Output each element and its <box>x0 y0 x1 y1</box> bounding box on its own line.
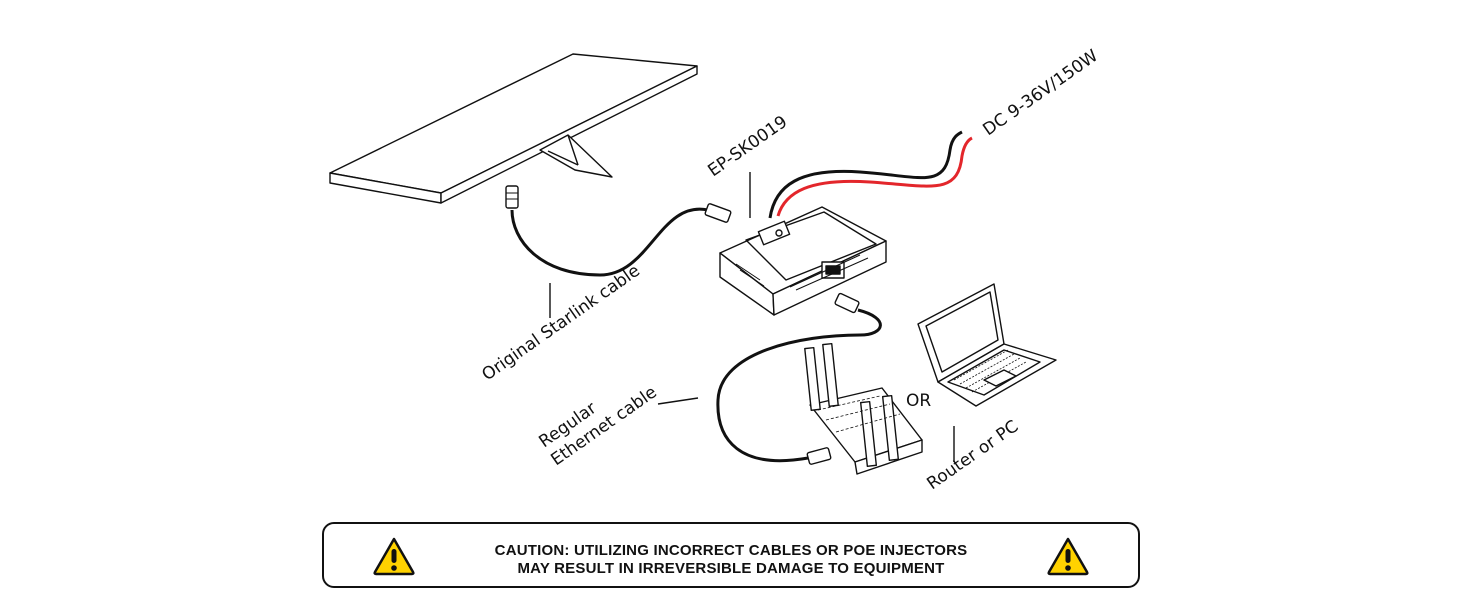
caution-line-1: CAUTION: UTILIZING INCORRECT CABLES OR P… <box>494 542 968 559</box>
caution-line-2: MAY RESULT IN IRREVERSIBLE DAMAGE TO EQU… <box>517 560 945 577</box>
router-pc-label: Router or PC <box>923 417 1022 495</box>
ep-sk0019-device-illustration <box>719 206 887 316</box>
router-illustration <box>804 342 923 475</box>
warning-triangle-icon <box>1047 537 1089 576</box>
starlink-cable-illustration <box>505 185 732 277</box>
starlink-dish-illustration <box>329 53 698 204</box>
starlink-cable-label: Original Starlink cable <box>478 261 643 385</box>
caution-message: CAUTION: UTILIZING INCORRECT CABLES OR P… <box>434 542 1028 578</box>
leader-lines <box>549 172 955 462</box>
power-input-label: DC 9-36V/150W <box>979 46 1102 140</box>
or-label: OR <box>906 391 931 411</box>
laptop-illustration <box>917 283 1057 407</box>
device-model-label: EP-SK0019 <box>704 112 791 181</box>
ethernet-cable-illustration <box>716 292 882 465</box>
power-cable-illustration <box>768 130 973 219</box>
caution-banner: CAUTION: UTILIZING INCORRECT CABLES OR P… <box>322 522 1140 588</box>
warning-triangle-icon <box>373 537 415 576</box>
